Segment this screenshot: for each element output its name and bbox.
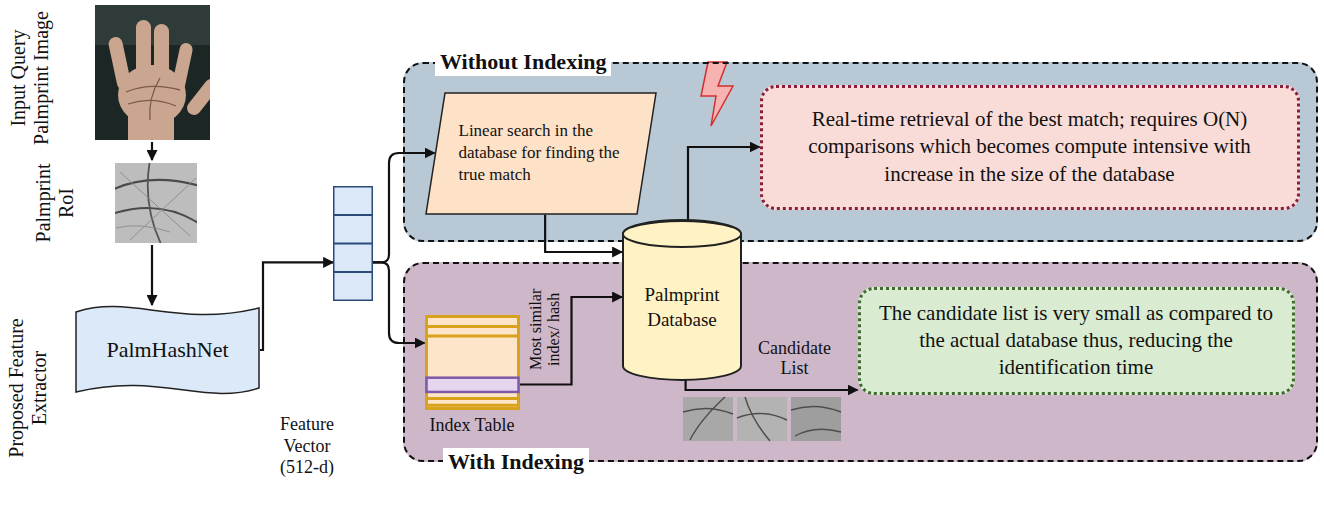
- panel-title: Without Indexing: [435, 48, 611, 76]
- lightning-symbol: [701, 62, 733, 126]
- vector-cell: [334, 215, 373, 243]
- table-frame: [426, 316, 518, 408]
- tape-outline: [76, 307, 259, 394]
- without-indexing-panel: Without IndexingLinear search in the dat…: [403, 62, 1318, 242]
- hand-illustration: [107, 20, 210, 140]
- finger: [107, 36, 132, 92]
- connector: [373, 262, 425, 343]
- index-table-outline: [425, 315, 520, 410]
- vector-cell: [334, 244, 373, 272]
- cylinder-top: [623, 221, 741, 247]
- palm-line: [128, 100, 176, 106]
- side-label: Input Query Palmprint Image: [7, 2, 53, 154]
- roi-wrinkle: [116, 172, 196, 240]
- database-label: Palmprint Database: [628, 283, 736, 332]
- text-holder: Most similar index/ hash: [526, 279, 563, 379]
- table-caption: Index Table: [415, 415, 530, 436]
- parallelogram-outline: [426, 93, 656, 214]
- photo-background: [95, 5, 210, 140]
- panel-title: With Indexing: [443, 448, 589, 476]
- note-box: The candidate list is very small as comp…: [858, 287, 1295, 395]
- roi-texture: [115, 163, 197, 243]
- note-box: Real-time retrieval of the best match; r…: [760, 85, 1300, 210]
- thumbnail: [683, 397, 733, 441]
- table-row-line: [426, 334, 518, 337]
- text-holder: Proposed Feature Extractor: [5, 302, 51, 474]
- table-row-line: [426, 403, 518, 406]
- vector-cell: [334, 272, 373, 300]
- text-holder: Candidate List: [750, 338, 840, 379]
- side-label: Palmprint RoI: [32, 157, 78, 249]
- thumbnail: [737, 397, 787, 441]
- finger: [154, 24, 169, 88]
- flow-arrow: [151, 245, 153, 305]
- table-row-line: [426, 397, 518, 400]
- index-table: Index Table: [425, 315, 520, 410]
- text-holder: With Indexing: [443, 448, 589, 476]
- panel-fill: [403, 262, 1318, 462]
- thumb: [184, 76, 210, 118]
- text-holder: Index Table: [415, 415, 530, 436]
- table-highlight-row: [426, 377, 518, 391]
- connector: [688, 147, 760, 220]
- database-cylinder: Palmprint Database: [622, 220, 742, 380]
- connector: [545, 215, 622, 253]
- flow-arrow: [151, 142, 153, 160]
- feature-vector-outline: [333, 186, 373, 300]
- table-row-line: [426, 324, 518, 327]
- side-label: Proposed Feature Extractor: [5, 302, 51, 474]
- finger: [136, 20, 151, 88]
- candidate-thumbnails: [683, 397, 841, 441]
- palm-line: [150, 78, 160, 120]
- roi-line: [148, 163, 162, 243]
- palm-lines: [126, 78, 180, 120]
- feature-vector: Feature Vector (512-d): [333, 186, 373, 300]
- note-text: The candidate list is very small as comp…: [879, 300, 1274, 382]
- text-holder: Without Indexing: [435, 48, 611, 76]
- vector-caption: Feature Vector (512-d): [271, 414, 343, 479]
- connector: [686, 380, 858, 390]
- finger: [171, 42, 194, 94]
- text-holder: Palmprint RoI: [32, 157, 78, 249]
- extractor-name: PalmHashNet: [106, 337, 228, 363]
- text-holder: Feature Vector (512-d): [271, 414, 343, 479]
- thumbnail-lines: [683, 397, 841, 441]
- text-holder: Input Query Palmprint Image: [7, 2, 53, 154]
- feature-extractor-shape: PalmHashNet: [75, 300, 260, 400]
- palm-line: [126, 86, 180, 92]
- vector-cell: [334, 187, 373, 215]
- edge-label: Most similar index/ hash: [526, 279, 563, 379]
- panel-fill: [403, 62, 1318, 242]
- cylinder-body: [623, 220, 741, 380]
- note-text: Real-time retrieval of the best match; r…: [793, 106, 1267, 188]
- process-text: Linear search in the database for findin…: [459, 120, 631, 186]
- edge-label: Candidate List: [750, 338, 840, 379]
- linear-search-box: Linear search in the database for findin…: [425, 92, 657, 215]
- connector: [260, 262, 333, 350]
